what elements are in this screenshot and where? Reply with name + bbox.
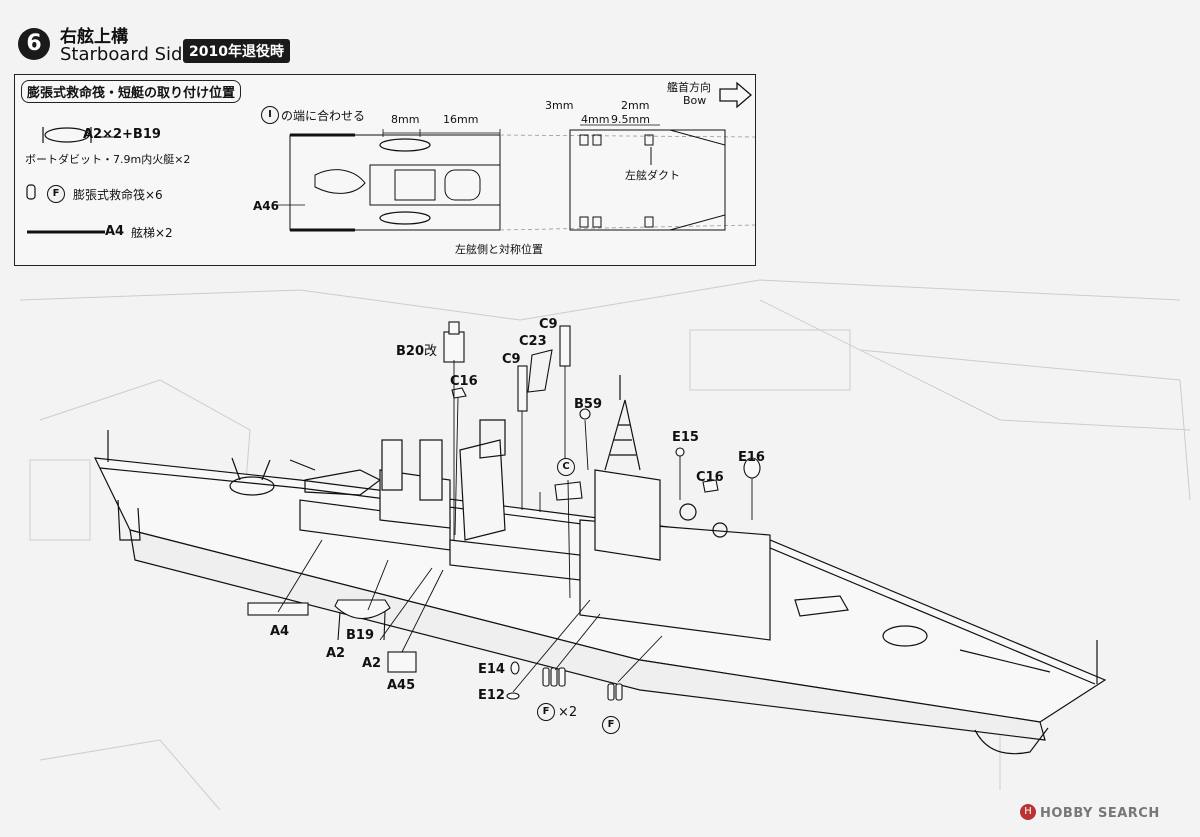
- symmetry-note: 左舷側と対称位置: [455, 243, 543, 256]
- part-a2-left-label: A2: [326, 646, 346, 661]
- info-box-drawing: [26, 81, 755, 234]
- part-e12-label: E12: [478, 688, 505, 703]
- dim-2mm: 2mm: [621, 99, 650, 112]
- dim-4mm: 4mm: [581, 113, 610, 126]
- part-e15-label: E15: [672, 430, 699, 445]
- part-b20-modified-mark: 改: [424, 344, 438, 359]
- align-note: の端に合わせる: [281, 109, 366, 123]
- part-b20-label: B20改: [396, 340, 437, 359]
- part-c9-top-label: C9: [539, 317, 558, 332]
- dim-3mm: 3mm: [545, 99, 574, 112]
- part-c16-right-label: C16: [696, 470, 724, 485]
- legend-item3-desc: 舷梯×2: [131, 226, 173, 240]
- legend-item2-letter: F: [47, 185, 65, 203]
- dim-16mm: 16mm: [443, 113, 479, 126]
- legend-item3-parts: A4: [105, 224, 125, 239]
- placement-info-box: 膨張式救命筏・短艇の取り付け位置: [14, 74, 756, 266]
- dim-9-5mm: 9.5mm: [611, 113, 650, 126]
- era-badge: 2010年退役時: [183, 39, 290, 63]
- legend-item1-parts: A2×2+B19: [83, 127, 161, 142]
- part-f-quantity: ×2: [558, 705, 578, 720]
- hobby-search-logo-icon: H: [1020, 804, 1036, 820]
- part-e16-label: E16: [738, 450, 765, 465]
- dim-8mm: 8mm: [391, 113, 420, 126]
- part-a45-label: A45: [387, 678, 416, 693]
- part-c9-mid-label: C9: [502, 352, 521, 367]
- part-c23-label: C23: [519, 334, 547, 349]
- part-a4-label: A4: [270, 624, 290, 639]
- info-box-heading: 膨張式救命筏・短艇の取り付け位置: [21, 80, 242, 103]
- part-b59-label: B59: [574, 397, 602, 412]
- part-e14-label: E14: [478, 662, 505, 677]
- part-b20-number: B20: [396, 344, 424, 359]
- step-number-badge: 6: [18, 28, 50, 60]
- step-title-en: Starboard Side: [60, 44, 194, 65]
- watermark-text: HOBBY SEARCH: [1040, 806, 1160, 821]
- port-duct-label: 左舷ダクト: [625, 169, 680, 182]
- legend-item1-desc: ボートダビット・7.9m内火艇×2: [25, 153, 191, 166]
- part-c-circle: C: [557, 458, 575, 476]
- part-a46-label: A46: [253, 199, 279, 213]
- part-f-single-circle: F: [602, 716, 620, 734]
- part-f-circle: F: [537, 703, 555, 721]
- bow-direction-en: Bow: [683, 94, 707, 107]
- step-title-jp: 右舷上構: [60, 27, 128, 47]
- bow-direction-jp: 艦首方向: [667, 81, 711, 94]
- part-c16-left-label: C16: [450, 374, 478, 389]
- part-a2-right-label: A2: [362, 656, 382, 671]
- legend-item2-desc: 膨張式救命筏×6: [73, 188, 163, 202]
- align-note-letter: I: [261, 106, 279, 124]
- part-b19-label: B19: [346, 628, 374, 643]
